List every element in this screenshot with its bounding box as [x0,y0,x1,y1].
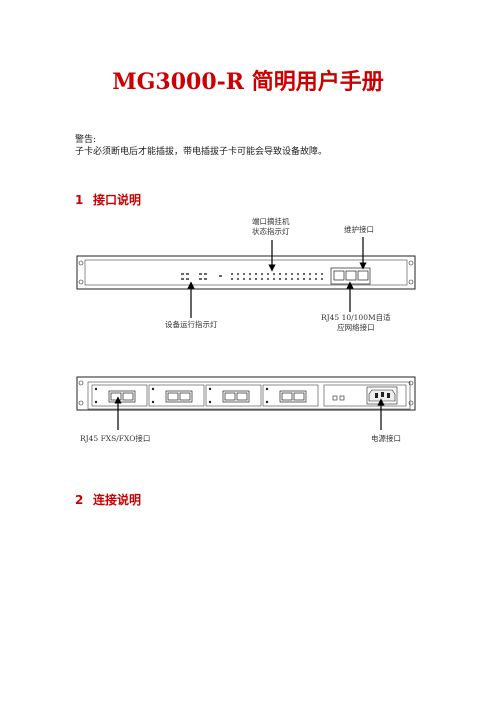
fxs-fxo-ports [108,390,307,403]
port-status-led-label: 端口摘挂机 状态指示灯 [252,217,290,237]
run-led-label: 设备运行指示灯 [165,320,218,329]
rack-screw-icon [78,380,84,386]
document-title: MG3000-R 简明用户手册 [112,69,384,95]
power-port-label: 电源接口 [371,434,401,443]
rack-screw-icon [408,260,414,266]
warning-text: 子卡必须断电后才能插拔，带电插拔子卡可能会导致设备故障。 [75,147,328,157]
label-line: 端口摘挂机 [252,217,290,226]
front-panel [76,237,416,318]
warning-label: 警告: [75,135,97,145]
rack-screw-icon [78,279,84,285]
maintenance-port-label: 维护接口 [344,225,374,234]
run-led-group [181,273,222,280]
rack-screw-icon [408,279,414,285]
label-line: RJ45 10/100M自适 [321,313,391,322]
front-rj45-ports [330,267,371,285]
section-title: 接口说明 [93,193,142,207]
section-heading-connection: 2 连接说明 [75,491,141,508]
fxs-fxo-port-label: RJ45 FXS/FXO接口 [80,434,151,443]
label-line: 应网络接口 [337,323,375,332]
subcard-slots [91,384,319,407]
section-number: 2 [75,493,84,507]
label-line: 状态指示灯 [252,227,290,236]
section-title: 连接说明 [93,493,142,507]
rack-screw-icon [408,400,414,406]
subcard-screws [94,387,269,404]
rear-panel [76,376,416,430]
rack-screw-icon [408,380,414,386]
section-number: 1 [75,193,84,207]
network-port-label: RJ45 10/100M自适 应网络接口 [321,313,391,333]
rack-screw-icon [78,260,84,266]
section-heading-interface: 1 接口说明 [75,191,141,208]
port-status-led-group [231,273,323,280]
power-module [323,384,407,407]
rack-screw-icon [78,400,84,406]
